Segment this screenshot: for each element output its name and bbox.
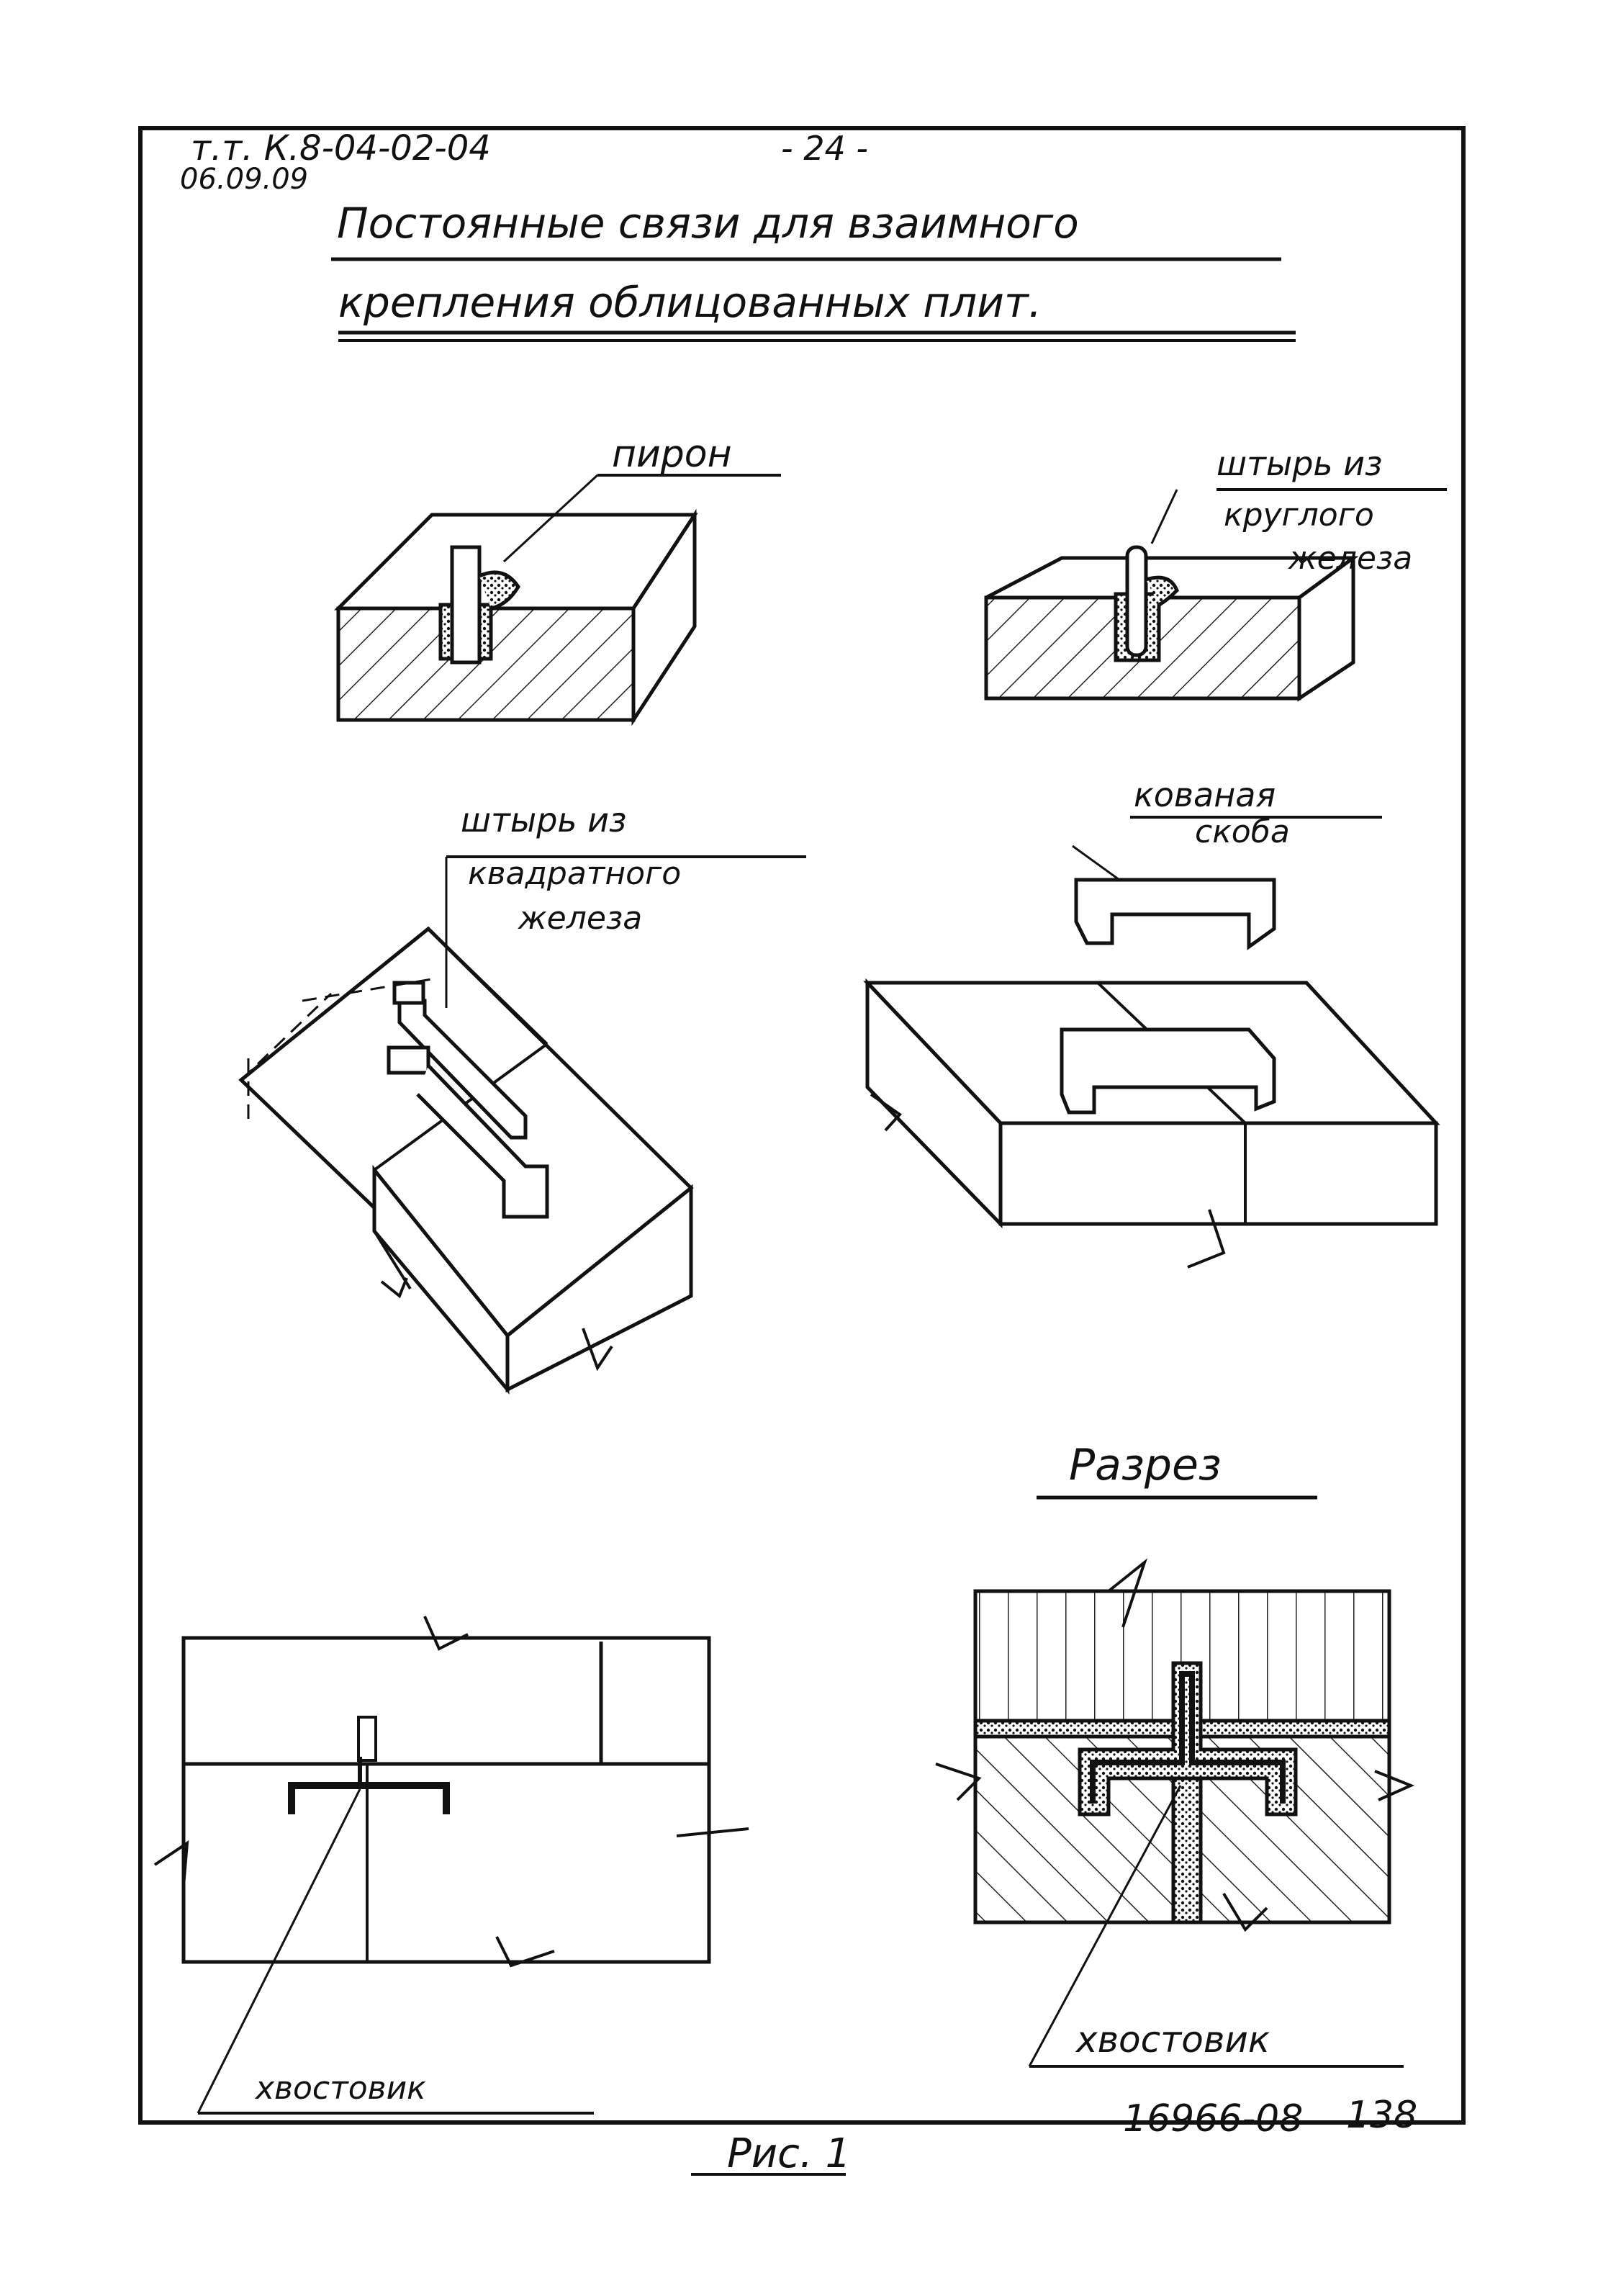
doc-date: 06.09.09 [180,163,308,196]
round-pin-block-figure [984,488,1447,702]
label-round-pin-1: штырь из [1216,444,1383,483]
label-round-pin-3: железа [1288,540,1412,577]
section-figure [935,1558,1415,2068]
title-line-2: крепления облицованных плит. [338,278,1042,327]
label-dovetail-left: хвостовик [254,2070,426,2107]
piron-block-figure [333,474,781,726]
section-title: Разрез [1069,1440,1222,1490]
label-square-pin-3: железа [518,900,642,937]
figure-caption: Рис. 1 [727,2130,851,2177]
page-number: - 24 - [781,129,868,168]
doc-code: т.т. К.8-04-02-04 [191,128,491,168]
sheet-number: 16966-08 [1123,2097,1303,2140]
label-round-pin-2: круглого [1224,497,1374,534]
label-dovetail-section: хвостовик [1075,2019,1270,2061]
label-square-pin-2: квадратного [468,855,681,892]
label-square-pin-1: штырь из [461,801,627,839]
title-line-1: Постоянные связи для взаимного [337,199,1079,248]
sheet-frame [138,126,1466,2125]
sheet-page: 138 [1346,2094,1417,2137]
forged-clamp-figure [863,816,1440,1269]
label-forged-clamp-1: кованая [1134,775,1276,814]
plan-view-figure [153,1616,749,2115]
square-pin-block-figure [238,855,806,1395]
label-piron: пирон [612,433,732,476]
label-forged-clamp-2: скоба [1195,814,1290,850]
